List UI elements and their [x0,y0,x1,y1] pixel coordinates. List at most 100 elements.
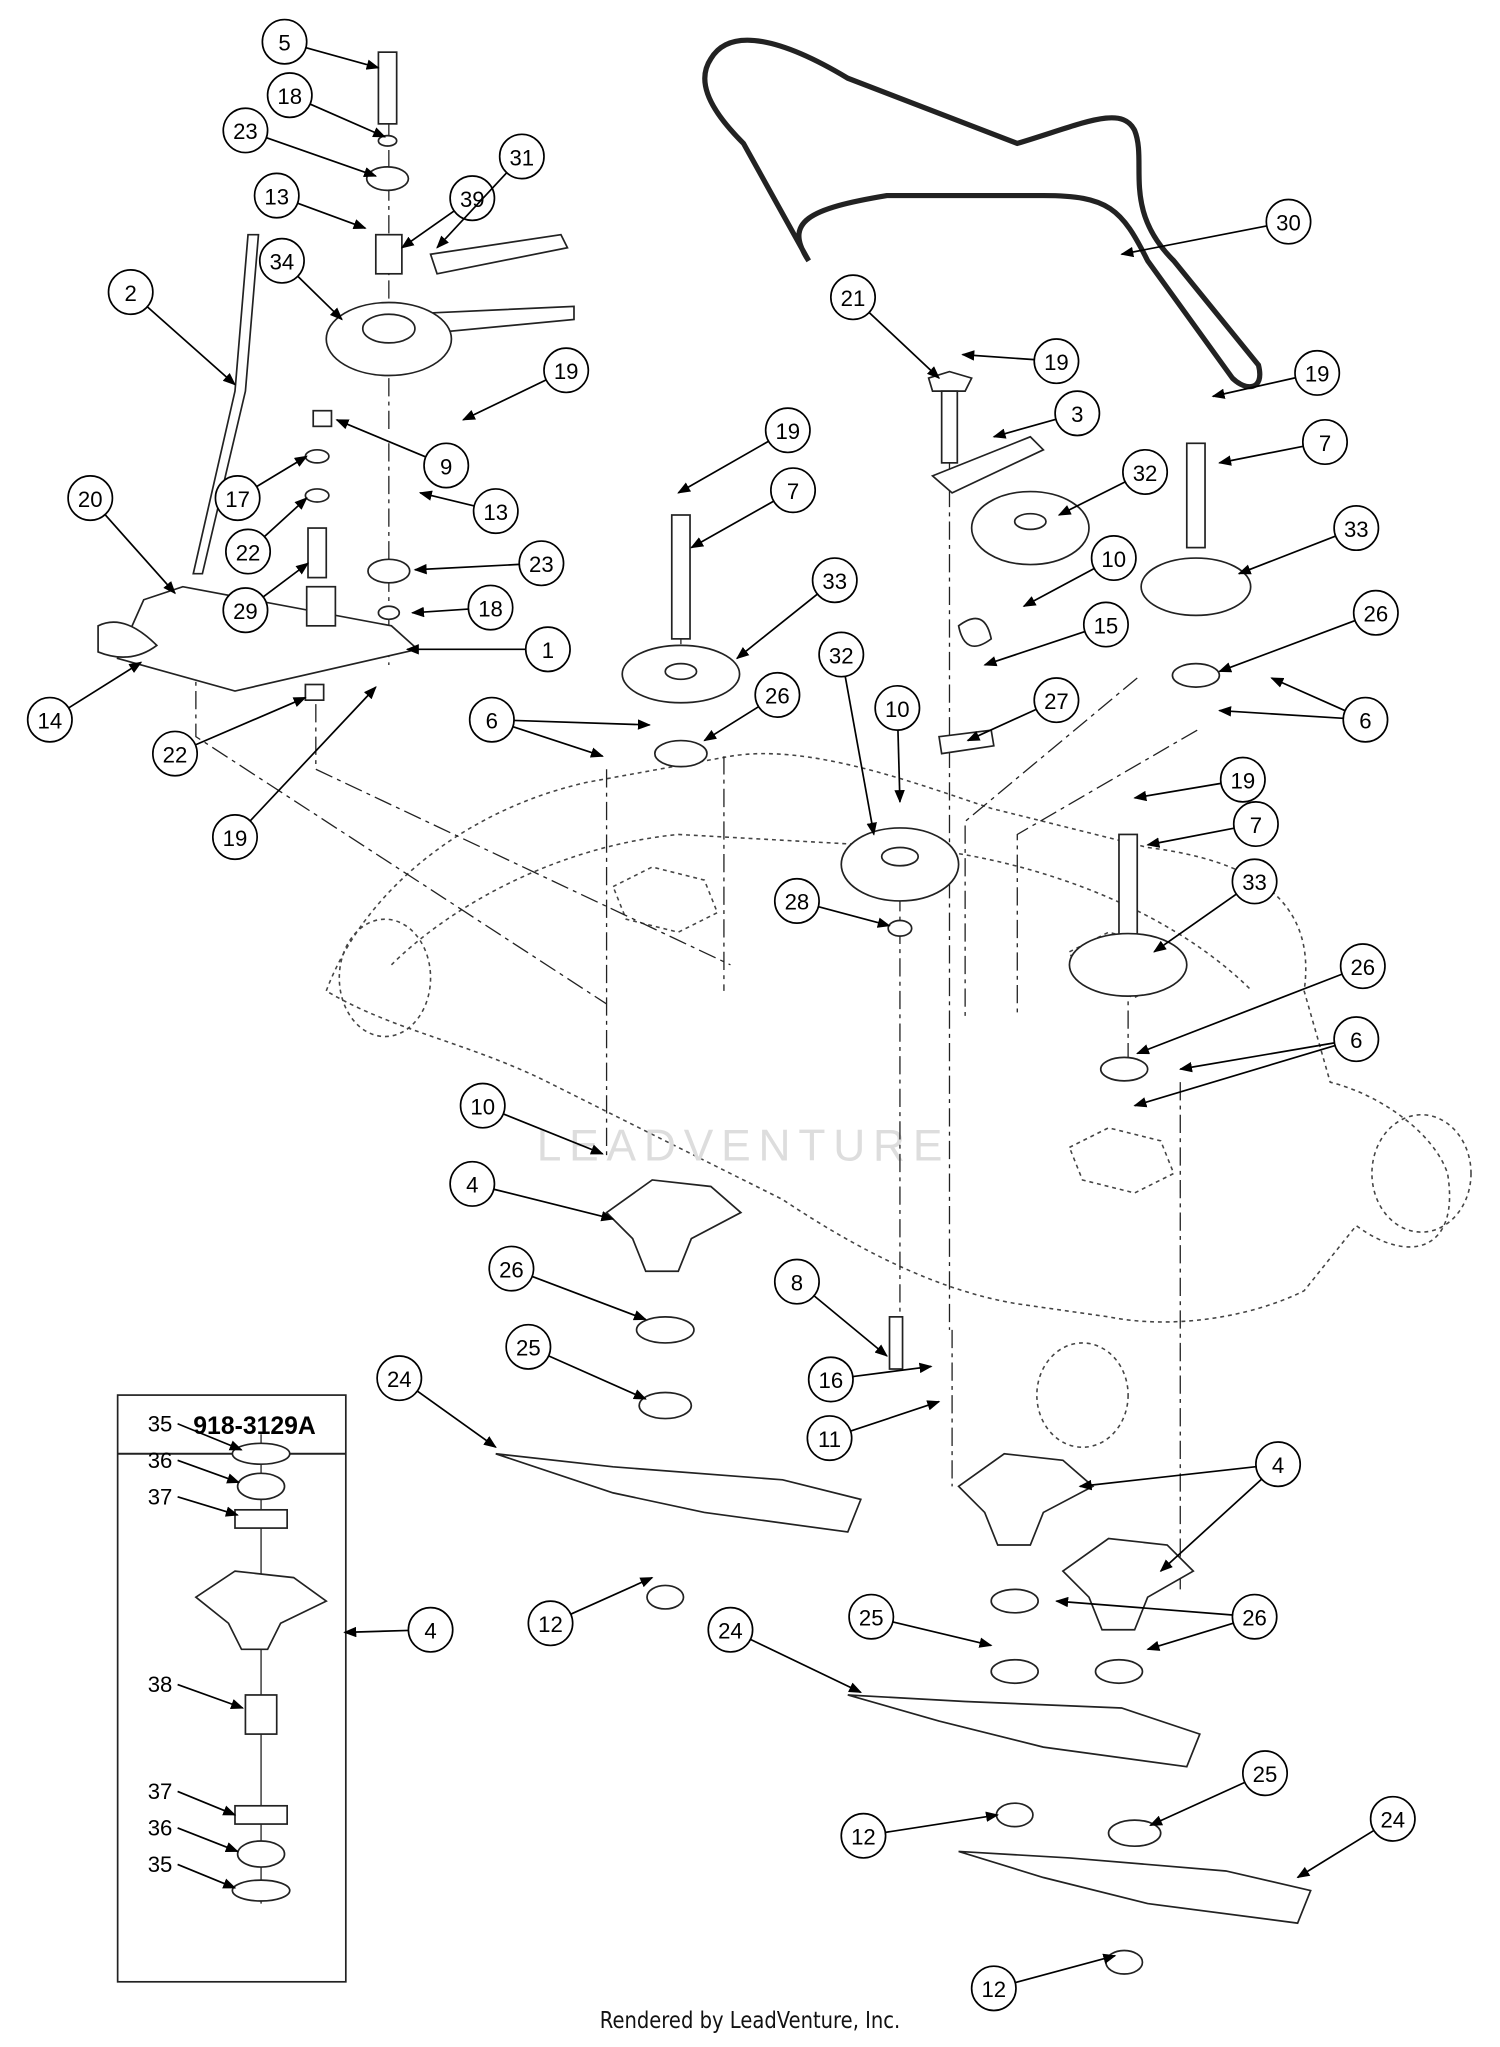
callout-circle [806,1415,853,1462]
callout-4: 4 [449,1160,615,1222]
callout-number: 26 [499,1257,524,1282]
callout-circle [754,671,801,718]
leader-arrow [1014,1953,1117,1984]
callout-number: 24 [718,1619,743,1644]
callout-circle [258,237,305,284]
callout-number: 30 [1276,210,1301,235]
callout-circle [1333,505,1380,552]
drive-belt [702,37,1263,390]
callout-24: 24 [707,1606,863,1694]
callout-circle [266,72,313,119]
callout-number: 12 [851,1825,876,1850]
callout-circle [527,1600,574,1647]
leader-arrow [343,1626,409,1638]
leader-arrow [1178,1042,1335,1073]
leader-arrow [818,905,891,928]
leader-arrow [400,210,455,249]
callout-31: 31 [436,133,545,249]
callout-6: 6 [468,696,651,758]
callout-12: 12 [970,1953,1117,2012]
callout-34: 34 [258,237,343,321]
leader-arrow [961,350,1035,361]
leader-arrow [1159,1478,1263,1572]
callout-circle [449,175,496,222]
inset-callout-35: 35 [148,1411,243,1451]
callout-number: 1 [542,638,554,663]
callout-19: 19 [1211,349,1341,399]
callout-number: 8 [791,1270,803,1295]
leader-arrow [104,514,176,595]
callout-number: 19 [775,419,800,444]
callout-24: 24 [376,1355,497,1449]
callout-19: 19 [461,347,590,421]
callout-number: 15 [1094,613,1119,638]
leader-arrow [335,419,427,458]
callout-26: 26 [1218,589,1399,673]
callout-number: 13 [483,500,508,525]
leader-arrow [1057,481,1126,516]
callout-8: 8 [773,1258,888,1357]
callout-circle [764,407,811,454]
mower-deck: LEADVENTURE [325,752,1472,1449]
callout-number: 17 [225,487,250,512]
callout-18: 18 [411,584,514,631]
leader-arrow [1218,619,1356,673]
callout-number: 16 [819,1368,844,1393]
callout-circle [524,626,571,673]
leader-arrow [418,490,475,507]
leader-arrow [983,630,1086,667]
callout-29: 29 [222,562,310,634]
leader-arrow [750,1638,863,1694]
callout-17: 17 [214,455,308,522]
leader-arrow [297,275,343,321]
callout-number: 18 [277,84,302,109]
leader-arrow [262,562,310,598]
callout-circle [807,1356,854,1403]
callout-26: 26 [1136,943,1386,1055]
callout-number: 25 [516,1336,541,1361]
callout-number: 26 [1242,1606,1267,1631]
leader-arrow [502,1113,604,1155]
callout-number: 26 [1350,955,1375,980]
leader-arrow [493,1188,615,1222]
callout-number: 7 [1319,431,1331,456]
callout-circle [770,467,817,514]
callout-circle [773,877,820,924]
callout-circle [1082,601,1129,648]
callout-number: 20 [78,487,103,512]
callout-14: 14 [26,661,143,743]
callout-24: 24 [1296,1795,1416,1879]
footer-credit: Rendered by LeadVenture, Inc. [599,2008,901,2034]
leader-arrow [266,136,378,178]
leader-arrow [1078,1465,1257,1491]
leader-arrow [195,696,307,746]
leader-arrow [305,46,380,70]
leader-arrow [1133,782,1222,802]
callout-number: 22 [236,540,261,565]
callout-number: 19 [1044,350,1069,375]
callout-2: 2 [107,269,236,386]
callout-number: 33 [822,569,847,594]
leader-arrow [1120,225,1267,258]
leader-arrow [852,1362,933,1378]
leader-arrow [146,306,236,386]
callout-circle [407,1606,454,1653]
parts [97,51,1312,1975]
inset-callout-36: 36 [148,1815,239,1853]
leader-arrow [531,1275,647,1321]
callout-number: 3 [1071,402,1083,427]
callout-number: 6 [486,709,498,734]
callout-32: 32 [818,631,877,836]
callout-11: 11 [806,1400,941,1462]
leader-arrow [1055,1596,1233,1616]
callout-33: 33 [1237,505,1380,575]
leader-arrow [177,1827,239,1853]
callout-circle [253,172,300,219]
callout-number: 19 [1305,362,1330,387]
callout-circle [498,133,545,180]
callout-number: 33 [1344,517,1369,542]
leader-arrow [992,418,1057,439]
leader-arrow [1153,893,1237,953]
callout-33: 33 [735,557,858,660]
